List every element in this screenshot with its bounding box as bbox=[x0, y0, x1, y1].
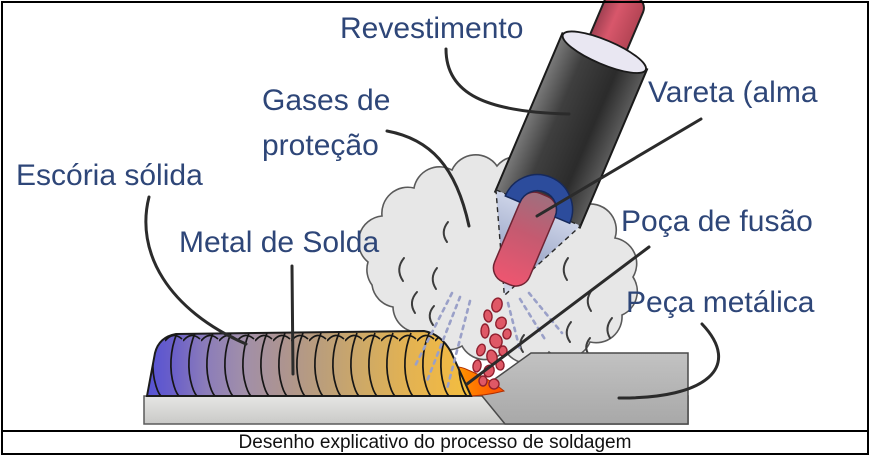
gas-flow-dashes bbox=[412, 291, 564, 391]
label-gases-line2: proteção bbox=[262, 129, 379, 162]
leader-lines bbox=[144, 47, 721, 400]
weld-bead-texture bbox=[147, 331, 471, 396]
leader-metal-solda bbox=[290, 264, 295, 376]
label-peca-metalica: Peça metálica bbox=[626, 286, 815, 319]
metal-droplets bbox=[472, 297, 512, 390]
electric-arc bbox=[504, 173, 574, 225]
electrode-coating-top-cap bbox=[561, 30, 647, 74]
leader-vareta bbox=[535, 117, 703, 218]
figure-caption: Desenho explicativo do processo de solda… bbox=[238, 432, 632, 453]
leader-poca-fusao bbox=[465, 245, 651, 386]
label-vareta-alma: Vareta (alma bbox=[648, 76, 818, 109]
leader-revestimento bbox=[444, 47, 571, 116]
label-gases-line1: Gases de bbox=[262, 84, 391, 117]
base-plate-block bbox=[476, 352, 689, 425]
label-poca-de-fusao: Poça de fusão bbox=[621, 205, 813, 238]
caption-bar: Desenho explicativo do processo de solda… bbox=[3, 430, 867, 454]
leader-peca-metalica bbox=[617, 322, 721, 400]
label-revestimento: Revestimento bbox=[340, 12, 524, 45]
label-metal-de-solda: Metal de Solda bbox=[179, 226, 380, 259]
electrode bbox=[492, 0, 649, 297]
leader-gases bbox=[385, 129, 471, 228]
electrode-core bbox=[492, 191, 558, 287]
label-gases-de-protecao: Gases de proteção bbox=[262, 78, 390, 168]
label-escoria-solida: Escória sólida bbox=[16, 159, 203, 192]
leader-escoria bbox=[144, 195, 248, 346]
